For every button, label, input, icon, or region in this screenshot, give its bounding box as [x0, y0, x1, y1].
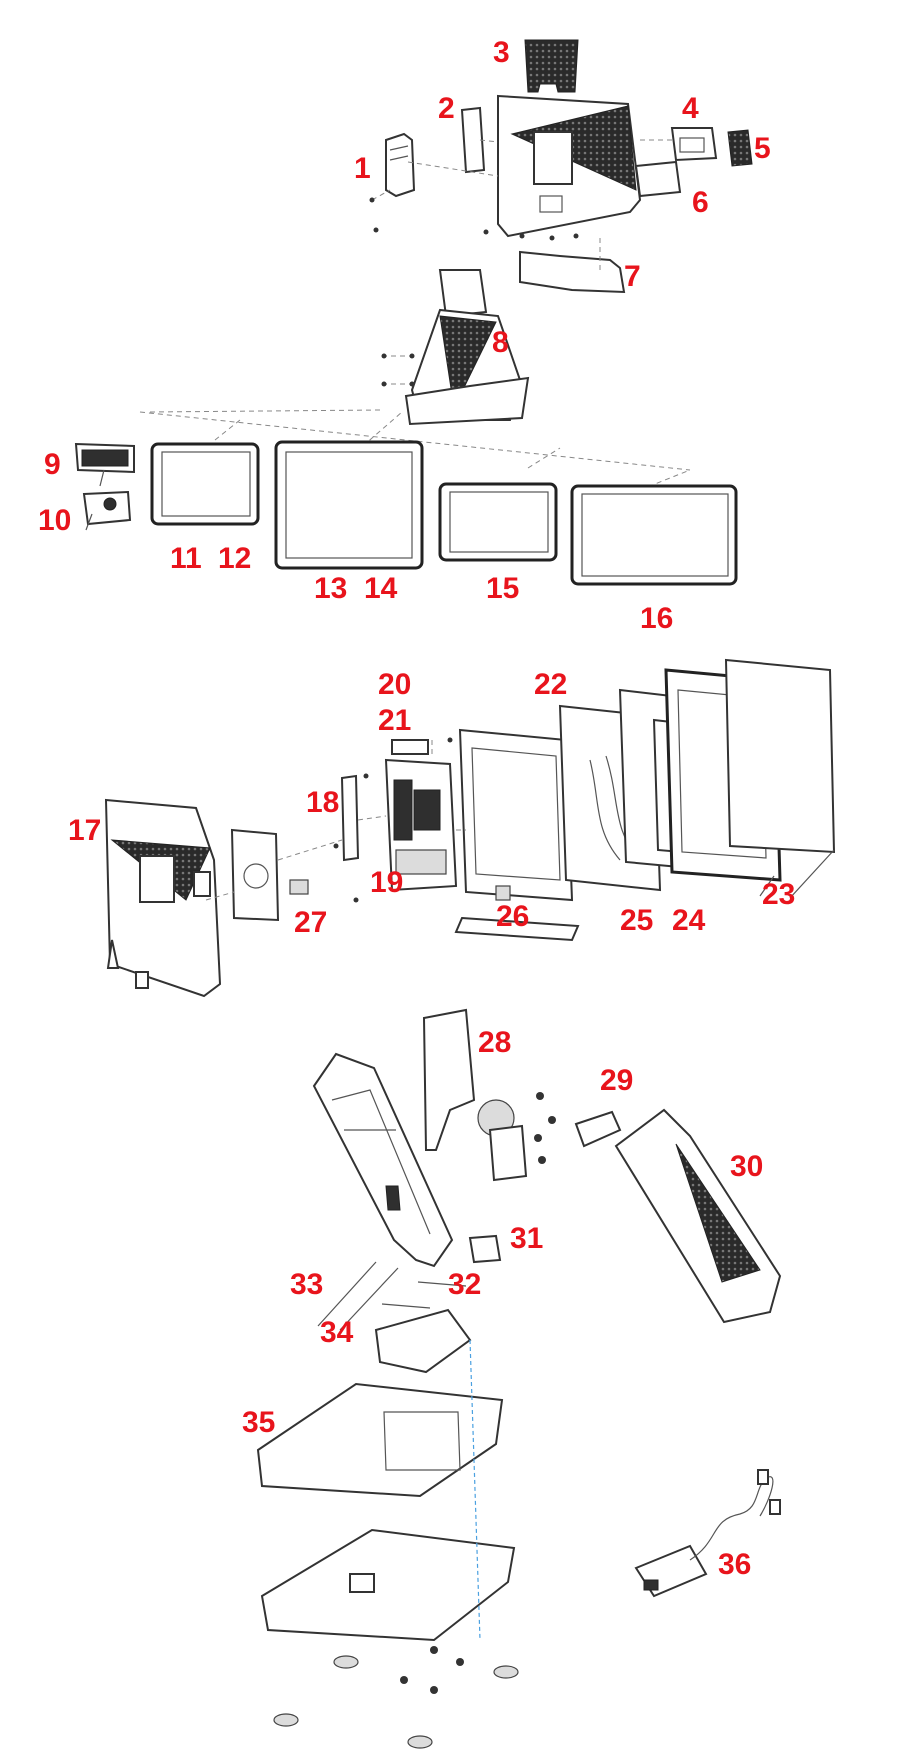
callout-8: 8 — [492, 326, 509, 359]
part-31-latch — [468, 1234, 502, 1264]
part-4-bracket — [670, 127, 718, 162]
callout-13: 13 — [314, 572, 347, 605]
display-options — [74, 440, 738, 586]
callout-33: 33 — [290, 1268, 323, 1301]
part-6-card — [634, 160, 682, 198]
callout-31: 31 — [510, 1222, 543, 1255]
callout-7: 7 — [624, 260, 641, 293]
part-8-stand — [381, 269, 530, 426]
callout-30: 30 — [730, 1150, 763, 1183]
callout-26: 26 — [496, 900, 529, 933]
callout-11: 11 — [170, 542, 202, 575]
callout-34: 34 — [320, 1316, 354, 1349]
callout-25: 25 — [620, 904, 653, 937]
callout-28: 28 — [478, 1026, 511, 1059]
stand-assembly — [256, 1008, 782, 1749]
part-35-base-cover — [256, 1382, 504, 1498]
callout-4: 4 — [682, 92, 699, 125]
part-30-stand-cover — [614, 1108, 782, 1324]
callout-2: 2 — [438, 92, 455, 125]
callout-3: 3 — [493, 36, 510, 69]
callout-23: 23 — [762, 878, 795, 911]
top-assembly — [369, 39, 753, 294]
base-bottom — [260, 1528, 516, 1642]
part-1-module — [385, 132, 416, 198]
part-3-mesh-cover — [524, 39, 579, 93]
part-34-rod — [339, 1267, 399, 1331]
vesa-plate — [533, 131, 573, 185]
part-29-clip — [574, 1110, 622, 1148]
callout-32: 32 — [448, 1268, 481, 1301]
part-28-hinge-bracket — [422, 1008, 476, 1151]
display-guide-lines — [139, 409, 691, 491]
callout-27: 27 — [294, 906, 327, 939]
stand-frame — [312, 1052, 454, 1268]
callout-29: 29 — [600, 1064, 633, 1097]
internal-assembly — [104, 658, 836, 998]
callout-35: 35 — [242, 1406, 275, 1439]
internal-chassis — [458, 728, 574, 902]
part-23-glass — [724, 658, 836, 854]
callout-10: 10 — [38, 504, 71, 537]
part-18-io-board — [340, 774, 360, 862]
part-20-21-memory — [391, 739, 429, 755]
part-2-side-module — [460, 106, 486, 174]
callout-20: 20 — [378, 668, 411, 701]
callout-16: 16 — [640, 602, 673, 635]
part-5-mesh-insert — [727, 129, 753, 167]
callout-14: 14 — [364, 572, 398, 605]
callout-17: 17 — [68, 814, 101, 847]
callout-labels: 3 2 4 5 1 6 7 8 9 10 11 12 13 14 15 16 2… — [38, 36, 795, 1581]
callout-24: 24 — [672, 904, 706, 937]
part-7-bottom-cover — [519, 250, 626, 294]
part-32-spring — [417, 1281, 467, 1287]
callout-1: 1 — [354, 152, 371, 185]
callout-12: 12 — [218, 542, 251, 575]
callout-18: 18 — [306, 786, 339, 819]
part-36-power-adapter — [634, 1469, 781, 1598]
callout-9: 9 — [44, 448, 61, 481]
stand-base-plate — [374, 1308, 472, 1374]
callout-21: 21 — [378, 704, 411, 737]
callout-19: 19 — [370, 866, 403, 899]
callout-15: 15 — [486, 572, 519, 605]
callout-22: 22 — [534, 668, 567, 701]
part-26-strip — [454, 916, 580, 942]
callout-5: 5 — [754, 132, 771, 165]
part-27-mount-plate — [230, 828, 280, 922]
callout-6: 6 — [692, 186, 709, 219]
part-33-rod — [317, 1261, 377, 1327]
callout-36: 36 — [718, 1548, 751, 1581]
